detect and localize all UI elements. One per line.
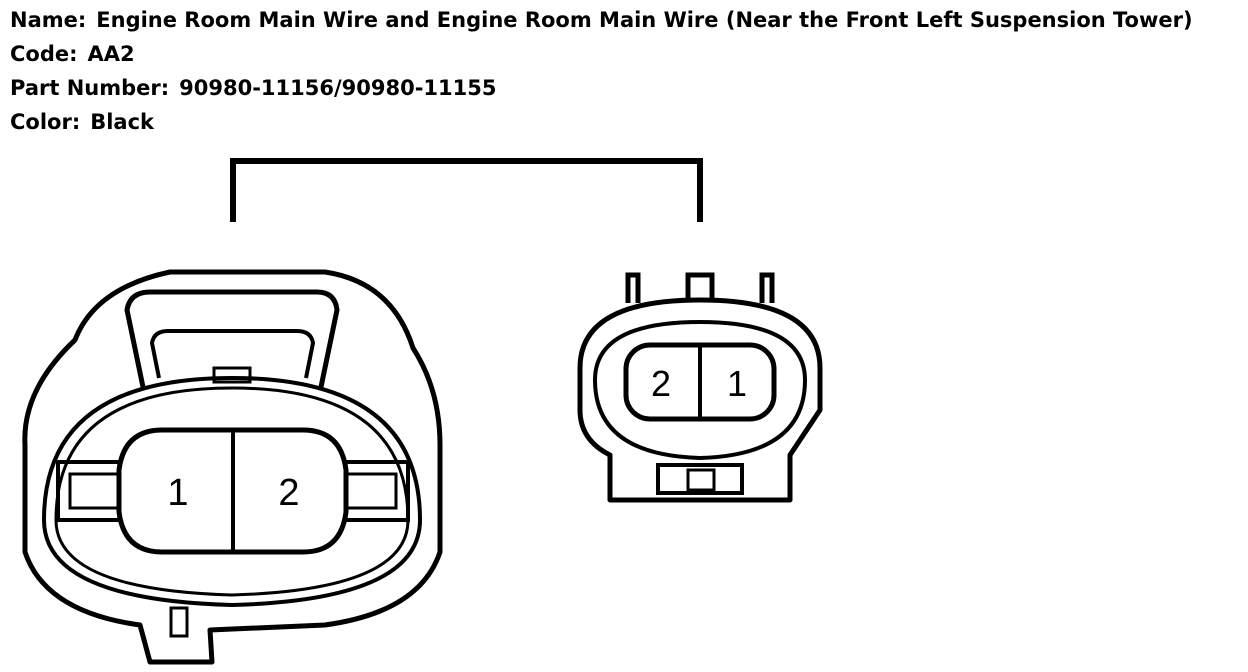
right-connector-top-posts bbox=[625, 272, 775, 303]
right-connector-latch-tab bbox=[686, 468, 716, 492]
code-value: AA2 bbox=[87, 42, 135, 66]
part-number-label: Part Number: bbox=[10, 76, 170, 100]
name-value: Engine Room Main Wire and Engine Room Ma… bbox=[96, 8, 1193, 32]
right-connector-face bbox=[592, 319, 808, 461]
left-connector-bottom-key bbox=[169, 606, 189, 638]
left-connector-lock-inner bbox=[150, 329, 315, 379]
left-connector-right-rail-inner bbox=[344, 472, 398, 510]
left-connector-pin-1: 1 bbox=[167, 472, 188, 514]
name-row: Name: Engine Room Main Wire and Engine Ro… bbox=[10, 3, 1193, 37]
part-number-value: 90980-11156/90980-11155 bbox=[179, 76, 497, 100]
left-connector-face-inner bbox=[54, 386, 410, 597]
connector-info: Name: Engine Room Main Wire and Engine Ro… bbox=[10, 3, 1193, 139]
right-connector-pin-1: 1 bbox=[727, 363, 747, 404]
left-connector-face-outer bbox=[41, 375, 423, 608]
connection-bracket bbox=[230, 158, 703, 222]
left-connector-outer-shell bbox=[22, 269, 443, 665]
left-connector-left-rail-inner bbox=[68, 472, 122, 510]
code-row: Code: AA2 bbox=[10, 37, 1193, 71]
color-label: Color: bbox=[10, 110, 81, 134]
name-label: Name: bbox=[10, 8, 87, 32]
color-row: Color: Black bbox=[10, 105, 1193, 139]
right-connector: 2 1 bbox=[577, 272, 823, 503]
code-label: Code: bbox=[10, 42, 78, 66]
part-number-row: Part Number: 90980-11156/90980-11155 bbox=[10, 71, 1193, 105]
left-connector-pin-2: 2 bbox=[278, 472, 299, 514]
left-connector-lock-tab bbox=[212, 366, 252, 384]
left-connector-lock-arch bbox=[124, 289, 340, 388]
left-connector: 1 2 bbox=[22, 269, 443, 665]
right-connector-pin-2: 2 bbox=[651, 363, 671, 404]
color-value: Black bbox=[90, 110, 155, 134]
